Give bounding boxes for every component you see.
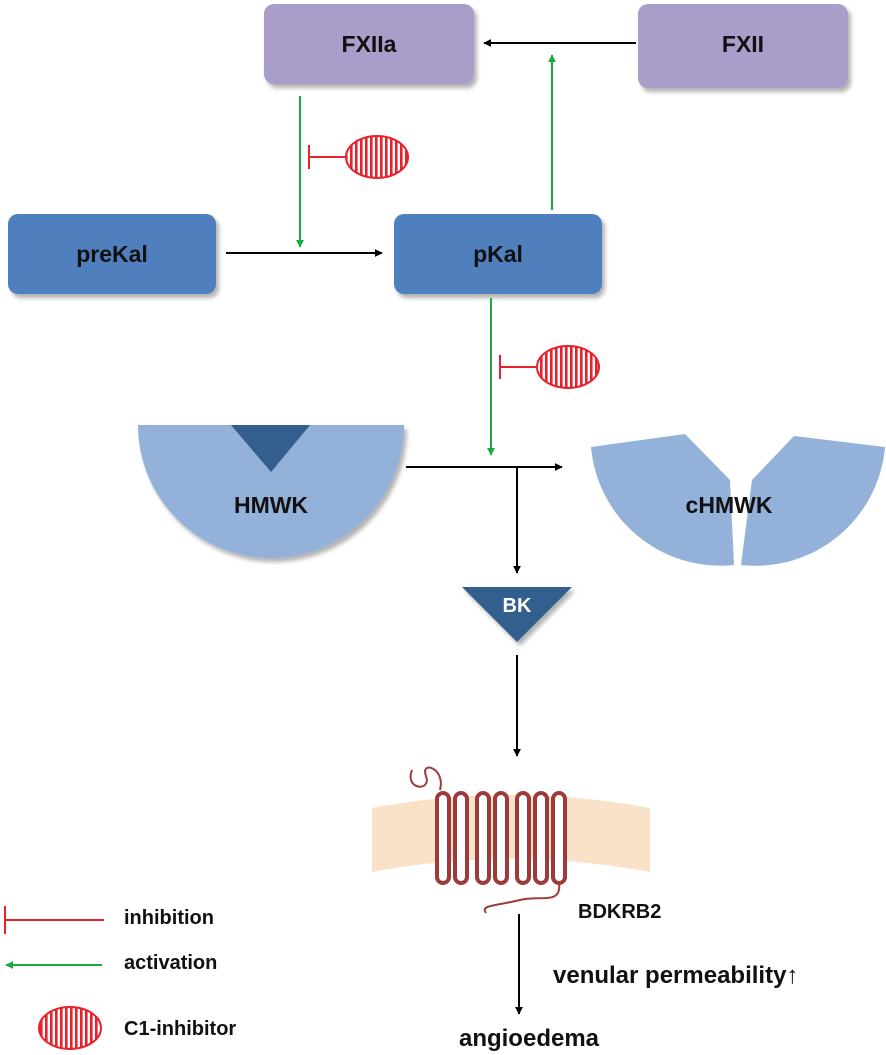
legend-activation: activation (5, 952, 217, 974)
prekal-label: preKal (76, 241, 148, 267)
c1-inhibitor-pkal (499, 345, 600, 389)
venular-permeability-label: venular permeability↑ (553, 962, 798, 989)
legend-inhibition: inhibition (4, 906, 214, 934)
bk-domain (231, 425, 310, 472)
bk-node: BK (462, 587, 572, 642)
fxii-label: FXII (722, 31, 764, 57)
legend: inhibition activation C1-inhibitor (4, 906, 236, 1050)
pkal-node: pKal (394, 214, 602, 294)
cell-membrane (372, 795, 650, 872)
fxiia-label: FXIIa (342, 31, 397, 57)
prekal-node: preKal (8, 214, 216, 294)
c1-inhibitor-fxiia (308, 135, 409, 179)
hmwk-node: HMWK (138, 425, 404, 558)
angioedema-label: angioedema (459, 1025, 600, 1052)
pkal-label: pKal (473, 241, 523, 267)
legend-c1-inhibitor-label: C1-inhibitor (124, 1018, 236, 1040)
fxii-node: FXII (638, 4, 848, 88)
chmwk-label: cHMWK (686, 492, 773, 518)
bdkrb2-receptor: BDKRB2 (409, 766, 661, 923)
legend-c1-inhibitor: C1-inhibitor (38, 1006, 236, 1050)
bdkrb2-label: BDKRB2 (578, 901, 661, 923)
bk-label: BK (503, 595, 532, 617)
fxiia-node: FXIIa (264, 4, 474, 84)
legend-inhibition-label: inhibition (124, 907, 214, 929)
chmwk-node: cHMWK (591, 434, 885, 566)
legend-activation-label: activation (124, 952, 217, 974)
hmwk-label: HMWK (234, 492, 308, 518)
